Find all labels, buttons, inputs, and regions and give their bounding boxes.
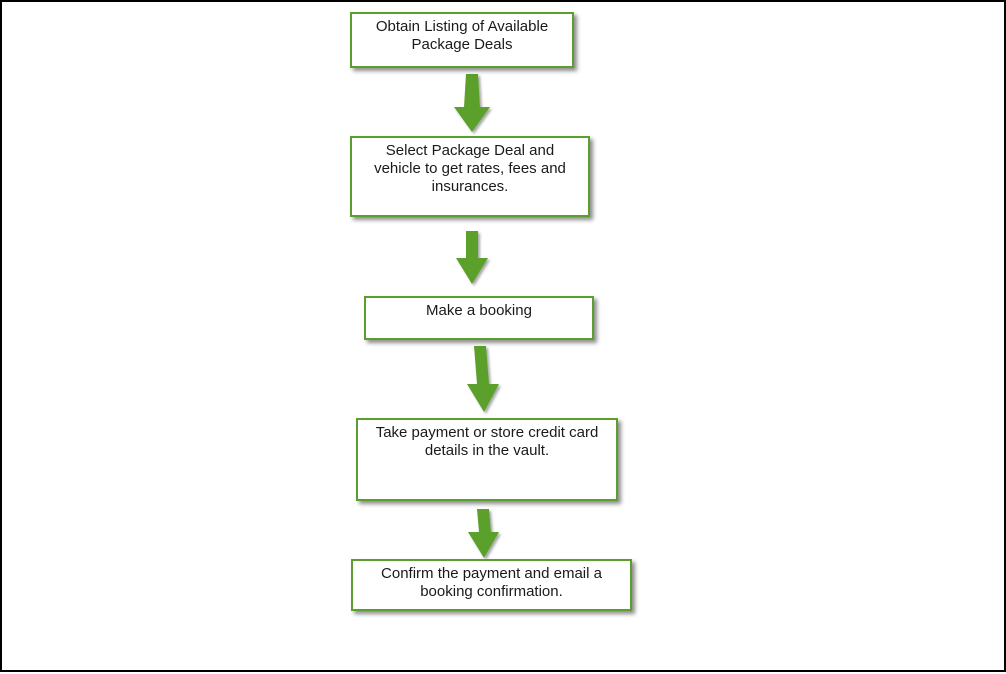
step-take-payment: Take payment or store credit card detail… <box>356 418 618 501</box>
step-text: Take payment or store credit card detail… <box>375 424 599 459</box>
arrow-down-icon <box>468 509 499 558</box>
step-text: Make a booking <box>426 302 532 319</box>
step-text: Obtain Listing of Available Package Deal… <box>375 18 549 53</box>
step-text: Confirm the payment and email a booking … <box>381 565 602 600</box>
step-make-booking: Make a booking <box>364 296 594 340</box>
arrow-down-icon <box>454 74 490 132</box>
step-confirm-payment: Confirm the payment and email a booking … <box>351 559 632 611</box>
arrow-down-icon <box>467 346 499 412</box>
arrow-down-icon <box>456 231 488 284</box>
step-obtain-listing: Obtain Listing of Available Package Deal… <box>350 12 574 68</box>
step-select-package: Select Package Deal and vehicle to get r… <box>350 136 590 217</box>
step-text: Select Package Deal and vehicle to get r… <box>374 142 566 195</box>
